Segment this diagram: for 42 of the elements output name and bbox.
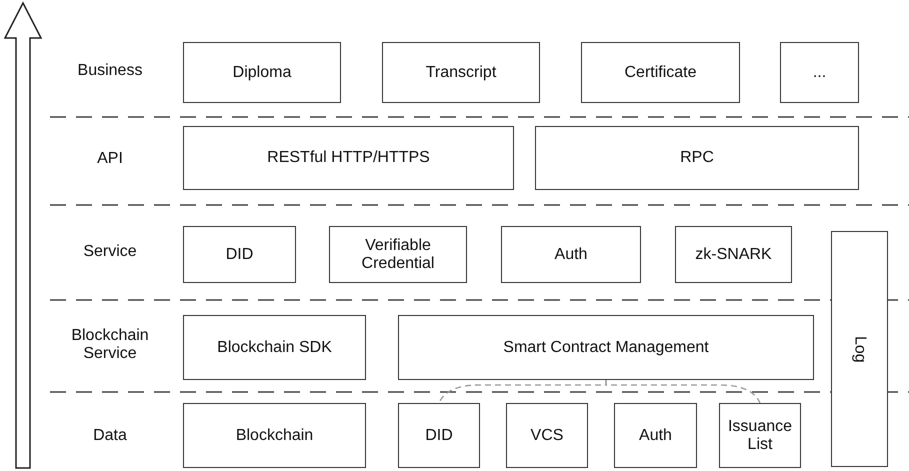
- component-label: Log: [850, 336, 870, 362]
- component-label: Blockchain: [234, 426, 314, 444]
- component-label: VCS: [530, 426, 564, 444]
- component-box: [183, 126, 514, 190]
- component-box: [183, 42, 341, 103]
- component-box: [382, 42, 540, 103]
- component-label: DID: [224, 246, 254, 264]
- component-box: [183, 315, 366, 380]
- component-box: [614, 403, 697, 468]
- component-box: [675, 226, 792, 283]
- component-label: Blockchain SDK: [216, 338, 333, 356]
- component-box: [831, 231, 888, 467]
- component-label: ...: [812, 64, 828, 82]
- component-label: Smart Contract Management: [502, 338, 710, 356]
- component-label: Verifiable Credential: [360, 236, 436, 272]
- component-label: Diploma: [232, 64, 292, 82]
- component-box: [398, 403, 480, 468]
- layer-label: Business: [76, 62, 144, 80]
- layer-label: Service: [82, 243, 138, 261]
- component-box: [183, 226, 296, 283]
- component-box: [535, 126, 859, 190]
- layer-label: Data: [92, 427, 128, 445]
- component-box: [780, 42, 859, 103]
- component-box: [501, 226, 641, 283]
- component-label: RESTful HTTP/HTTPS: [266, 149, 431, 167]
- component-box: [506, 403, 588, 468]
- component-label: RPC: [679, 149, 715, 167]
- layer-label: API: [96, 150, 124, 168]
- component-label: Transcript: [424, 64, 498, 82]
- component-box: [581, 42, 740, 103]
- layer-label: Blockchain Service: [70, 327, 150, 363]
- connector: [605, 380, 761, 404]
- component-label: Certificate: [623, 64, 698, 82]
- component-box: [398, 315, 814, 380]
- component-label: zk-SNARK: [694, 246, 773, 264]
- component-label: Auth: [638, 426, 673, 444]
- component-label: DID: [424, 426, 454, 444]
- component-label: Issuance List: [726, 418, 794, 454]
- component-label: Auth: [554, 246, 588, 264]
- component-box: [329, 226, 467, 283]
- component-box: [183, 403, 366, 468]
- component-box: [719, 403, 801, 468]
